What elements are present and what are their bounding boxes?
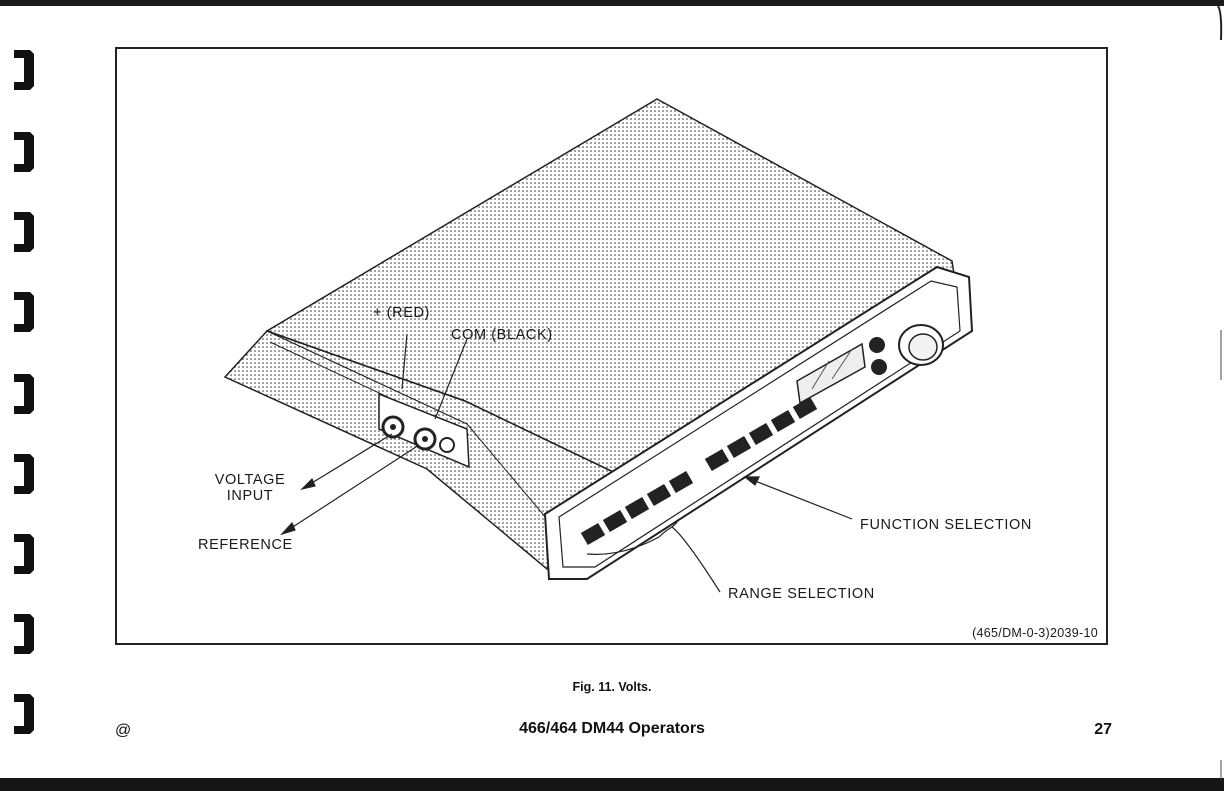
binder-hole-mark: [12, 372, 36, 416]
range-selection-label: RANGE SELECTION: [728, 586, 875, 602]
knob: [899, 325, 943, 365]
binder-hole-mark: [12, 290, 36, 334]
function-selection-label: FUNCTION SELECTION: [860, 517, 1032, 533]
device-illustration: [117, 49, 1106, 643]
binder-hole-mark: [12, 130, 36, 174]
page-number: 27: [1060, 721, 1112, 739]
binder-holes: [12, 0, 42, 791]
binder-hole-mark: [12, 452, 36, 496]
figure-frame: + (RED) COM (BLACK) VOLTAGE INPUT REFERE…: [115, 47, 1108, 645]
reference-label: REFERENCE: [198, 537, 293, 553]
black-terminal-label: COM (BLACK): [451, 327, 553, 343]
top-rule: [0, 0, 1224, 6]
figure-id: (465/DM-0-3)2039-10: [972, 626, 1098, 640]
footer-title: 466/464 DM44 Operators: [0, 720, 1224, 738]
binder-hole-mark: [12, 612, 36, 656]
binder-hole-mark: [12, 532, 36, 576]
red-terminal-label: + (RED): [373, 305, 430, 321]
figure-caption: Fig. 11. Volts.: [0, 680, 1224, 694]
voltage-input-label: VOLTAGE INPUT: [205, 472, 295, 504]
bottom-rule: [0, 778, 1224, 791]
binder-hole-mark: [12, 48, 36, 92]
page-right-edge: [1216, 0, 1224, 791]
binder-hole-mark: [12, 210, 36, 254]
